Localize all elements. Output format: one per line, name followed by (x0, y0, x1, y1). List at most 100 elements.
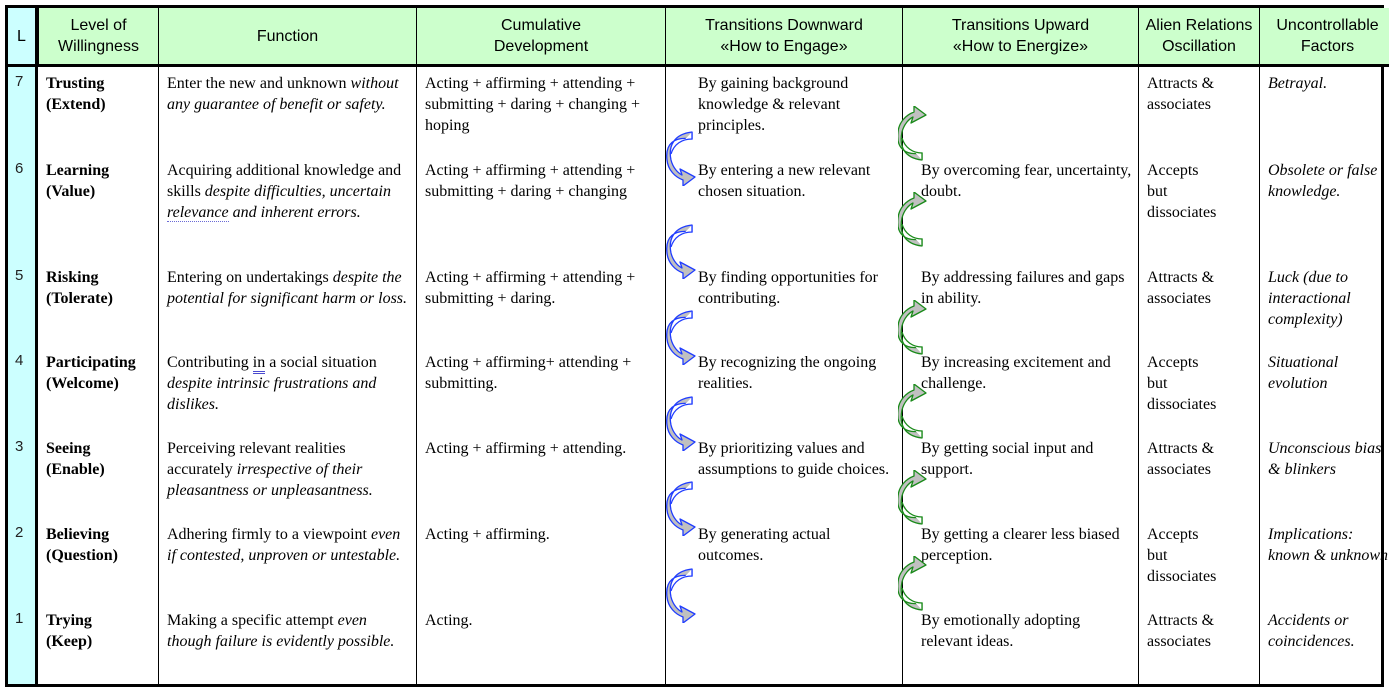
up-text: By addressing failures and gaps in abili… (921, 269, 1125, 307)
row-number: 7 (8, 67, 38, 154)
alien-cell: Attracts & associates (1138, 261, 1259, 346)
level-cell: Learning (Value) (38, 154, 158, 261)
alien-cell: Attracts & associates (1138, 432, 1259, 518)
header-level-line2: Willingness (58, 38, 139, 55)
function-cell: Acquiring additional knowledge and skill… (158, 154, 416, 261)
level-cell: Seeing(Enable) (38, 432, 158, 518)
function-italic: without any guarantee of benefit or safe… (167, 75, 399, 113)
cumulative-cell: Acting + affirming + attending + submitt… (416, 67, 665, 154)
row-number: 5 (8, 261, 38, 346)
alien-cell: Accepts but dissociates (1138, 518, 1259, 604)
header-function-label: Function (256, 27, 319, 45)
function-cell: Enter the new and unknown without any gu… (158, 67, 416, 154)
function-plain: Adhering firmly to a viewpoint (167, 526, 367, 543)
function-cell: Perceiving relevant realities accurately… (158, 432, 416, 518)
function-plain: Contributing (167, 354, 249, 371)
row-number: 4 (8, 346, 38, 432)
function-italic: despite difficulties, uncertain (204, 183, 391, 200)
down-cell: By generating actual outcomes. (665, 518, 902, 604)
level-verb: (Tolerate) (46, 290, 113, 307)
level-name: Learning (46, 162, 110, 179)
function-italic: even though failure is evidently possibl… (167, 612, 395, 650)
row-number: 2 (8, 518, 38, 604)
down-text: By entering a new relevant chosen situat… (698, 162, 871, 200)
up-cell: By overcoming fear, uncertainty, doubt. (902, 154, 1138, 261)
header-level-line1: Level of (70, 17, 127, 34)
level-name: Participating (46, 354, 136, 371)
header-uncontrollable-line2: Factors (1300, 38, 1355, 55)
cumulative-cell: Acting + affirming + attending + submitt… (416, 154, 665, 261)
header-alien-line1: Alien Relations (1145, 17, 1253, 34)
level-cell: Risking (Tolerate) (38, 261, 158, 346)
function-cell: Adhering firmly to a viewpoint even if c… (158, 518, 416, 604)
up-cell (902, 67, 1138, 154)
cumulative-cell: Acting + affirming + attending + submitt… (416, 261, 665, 346)
function-italic: irrespective of their pleasantness or un… (167, 461, 373, 499)
up-cell: By increasing excitement and challenge. (902, 346, 1138, 432)
header-l-label: L (17, 27, 26, 45)
down-text: By generating actual outcomes. (698, 526, 831, 564)
up-cell: By addressing failures and gaps in abili… (902, 261, 1138, 346)
function-cell: Contributing in a social situation despi… (158, 346, 416, 432)
uncontrollable-cell: Obsolete or false knowledge. (1259, 154, 1389, 261)
level-cell: Trusting(Extend) (38, 67, 158, 154)
level-cell: Believing (Question) (38, 518, 158, 604)
function-plain: Perceiving relevant realities accurately (167, 440, 346, 478)
cumulative-cell: Acting + affirming + attending. (416, 432, 665, 518)
header-up-line2: «How to Energize» (952, 38, 1089, 55)
up-cell: By getting social input and support. (902, 432, 1138, 518)
function-plain: Entering on undertakings (167, 269, 329, 286)
up-text: By getting social input and support. (921, 440, 1094, 478)
willingness-table: L Level of Willingness Function Cumulativ… (5, 5, 1389, 687)
row-number: 1 (8, 604, 38, 684)
function-italic: and inherent errors. (232, 204, 361, 221)
level-cell: Participating (Welcome) (38, 346, 158, 432)
function-italic-underlined: relevance (167, 204, 229, 222)
uncontrollable-cell: Accidents or coincidences. (1259, 604, 1389, 684)
header-cumulative-line1: Cumulative (500, 17, 582, 34)
up-text: By increasing excitement and challenge. (921, 354, 1111, 392)
level-verb: (Enable) (46, 461, 105, 478)
level-name: Believing (46, 526, 110, 543)
uncontrollable-cell: Situational evolution (1259, 346, 1389, 432)
curved-arrow-up-icon (898, 192, 932, 248)
down-text: By finding opportunities for contributin… (698, 269, 878, 307)
cumulative-cell: Acting + affirming. (416, 518, 665, 604)
function-plain: Acquiring additional knowledge and skill… (167, 162, 402, 200)
uncontrollable-cell: Betrayal. (1259, 67, 1389, 154)
header-down-line2: «How to Engage» (720, 38, 848, 55)
row-number: 3 (8, 432, 38, 518)
header-transitions-up: Transitions Upward«How to Energize» (902, 8, 1138, 67)
level-verb: (Keep) (46, 633, 93, 650)
function-underlined-word: in (252, 354, 266, 374)
cumulative-cell: Acting + affirming+ attending + submitti… (416, 346, 665, 432)
header-uncontrollable-line1: Uncontrollable (1276, 17, 1379, 34)
up-cell: By getting a clearer less biased percept… (902, 518, 1138, 604)
down-cell: By recognizing the ongoing realities. (665, 346, 902, 432)
up-text: By overcoming fear, uncertainty, doubt. (921, 162, 1132, 200)
level-verb: (Extend) (46, 96, 106, 113)
uncontrollable-cell: Luck (due to interactional complexity) (1259, 261, 1389, 346)
level-cell: Trying(Keep) (38, 604, 158, 684)
down-text: By gaining background knowledge & releva… (698, 75, 849, 134)
header-down-line1: Transitions Downward (705, 17, 863, 34)
down-text: By recognizing the ongoing realities. (698, 354, 877, 392)
function-italic: despite intrinsic frustrations and disli… (167, 375, 377, 413)
cumulative-cell: Acting. (416, 604, 665, 684)
function-plain: a social situation (269, 354, 377, 371)
level-verb: (Question) (46, 547, 118, 564)
function-plain: Making a specific attempt (167, 612, 334, 629)
level-name: Risking (46, 269, 99, 286)
uncontrollable-cell: Implications: known & unknown (1259, 518, 1389, 604)
level-verb: (Value) (46, 183, 96, 200)
uncontrollable-cell: Unconscious bias & blinkers (1259, 432, 1389, 518)
row-number: 6 (8, 154, 38, 261)
header-cumulative-line2: Development (493, 38, 589, 55)
function-italic: even if contested, unproven or untestabl… (167, 526, 401, 564)
header-l: L (8, 8, 38, 67)
function-cell: Entering on undertakings despite the pot… (158, 261, 416, 346)
level-verb: (Welcome) (46, 375, 119, 392)
down-cell: By entering a new relevant chosen situat… (665, 154, 902, 261)
